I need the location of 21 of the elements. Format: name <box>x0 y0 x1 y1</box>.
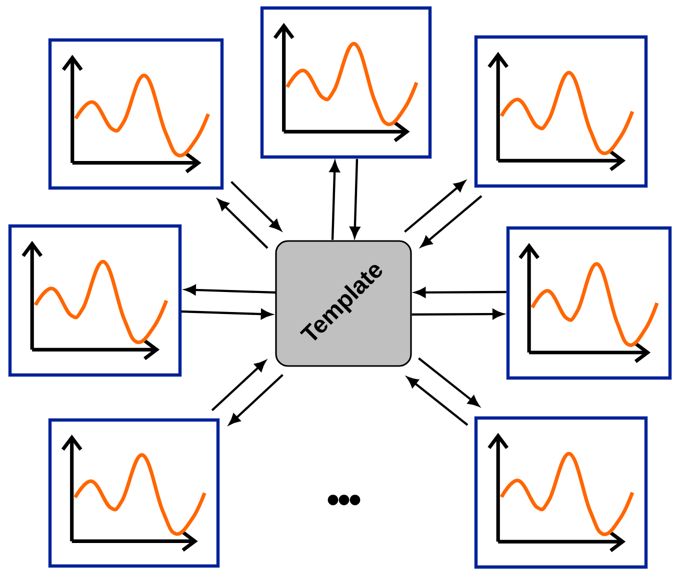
chart-box <box>474 35 648 188</box>
arrow <box>418 357 480 406</box>
arrow <box>181 309 272 320</box>
arrow <box>404 180 466 233</box>
chart-box <box>8 224 182 377</box>
arrow <box>228 374 284 425</box>
arrow <box>230 180 282 231</box>
chart-box <box>474 416 648 569</box>
arrow <box>184 284 276 295</box>
arrow <box>406 376 468 426</box>
arrow <box>350 158 360 238</box>
arrow <box>414 287 506 298</box>
arrow <box>420 195 482 248</box>
arrow <box>412 309 504 320</box>
chart-box <box>48 418 220 568</box>
chart-box <box>506 226 672 380</box>
arrow <box>330 161 340 240</box>
arrow <box>211 360 266 412</box>
arrow <box>218 199 268 249</box>
chart-box <box>48 38 224 190</box>
chart-box <box>260 6 432 159</box>
